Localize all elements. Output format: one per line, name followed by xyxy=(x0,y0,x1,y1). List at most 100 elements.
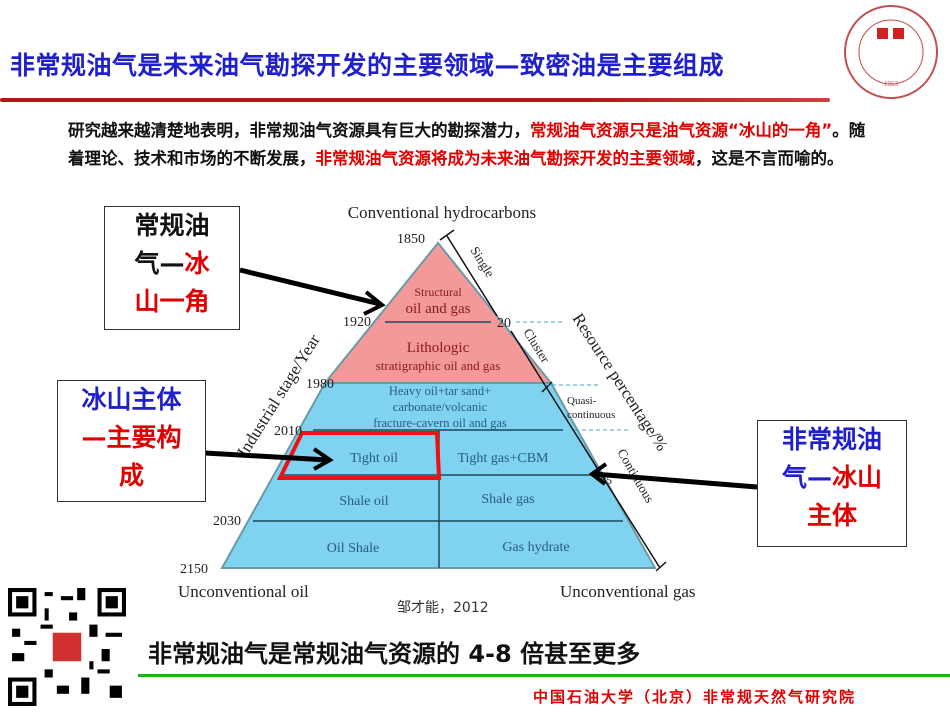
diagram-shape xyxy=(101,649,110,662)
slide-title: 非常规油气是未来油气勘探开发的主要领域—致密油是主要组成 xyxy=(10,51,725,80)
diagram-label: Unconventional oil xyxy=(178,582,309,601)
callout-line: 主体 xyxy=(806,501,857,530)
callout-line: —主要构 xyxy=(81,423,182,452)
diagram-label: Heavy oil+tar sand+ xyxy=(389,384,491,398)
diagram-shape xyxy=(253,321,623,568)
footer-institution: 中国石油大学（北京）非常规天然气研究院 xyxy=(533,688,857,706)
diagram-label: 1920 xyxy=(343,315,371,330)
intro-text-2: 常规油气资源只是油气资源“冰山的一角” xyxy=(530,121,833,140)
top-label: Conventional hydrocarbons xyxy=(348,203,536,222)
callout-iceberg-body: 冰山主体 —主要构 成 xyxy=(57,380,206,502)
footer-divider xyxy=(138,674,950,677)
diagram-shape xyxy=(312,447,334,471)
intro-text-1: 研究越来越清楚地表明，非常规油气资源具有巨大的勘探潜力， xyxy=(68,121,530,140)
diagram-shape xyxy=(844,5,938,99)
diagram-shape xyxy=(44,669,53,678)
callout-arrows xyxy=(204,267,758,490)
diagram-shape xyxy=(588,462,608,486)
diagram-shape xyxy=(893,28,904,39)
qr-code[interactable] xyxy=(8,588,126,706)
intro-paragraph: 研究越来越清楚地表明，非常规油气资源具有巨大的勘探潜力，常规油气资源只是油气资源… xyxy=(68,117,878,173)
callout-line: 冰山主体 xyxy=(81,385,182,414)
callout-unconventional: 非常规油 气—冰山 主体 xyxy=(757,420,907,547)
callout-conventional-tip: 常规油 气—冰 山一角 xyxy=(104,206,240,330)
diagram-label: 2150 xyxy=(180,562,208,577)
diagram-shape xyxy=(24,640,37,645)
diagram-label: Lithologic xyxy=(407,340,470,356)
diagram-label: fracture-cavern oil and gas xyxy=(373,416,507,430)
diagram-label: 1980 xyxy=(306,377,334,392)
diagram-shape xyxy=(81,677,90,694)
diagram-label: Shale oil xyxy=(339,494,388,509)
diagram-shape xyxy=(16,596,29,609)
diagram-label: Unconventional gas xyxy=(560,582,696,601)
diagram-label: stratigraphic oil and gas xyxy=(376,358,501,373)
diagram-shape xyxy=(204,450,329,463)
diagram-label: Quasi- xyxy=(567,395,597,407)
diagram-label: oil and gas xyxy=(406,301,471,317)
diagram-label: 2010 xyxy=(274,424,302,439)
callout-line: 成 xyxy=(118,461,144,490)
diagram-shape xyxy=(510,330,549,391)
citation: 邹才能，2012 xyxy=(397,600,489,616)
diagram-shape xyxy=(44,608,49,621)
diagram-label: Gas hydrate xyxy=(502,540,569,555)
diagram-shape xyxy=(877,28,888,39)
diagram-shape xyxy=(60,596,74,601)
intro-text-4: 非常规油气资源将成为未来油气勘探开发的主要领域 xyxy=(315,149,696,168)
intro-text-5: ，这是不言而喻的。 xyxy=(695,149,844,168)
diagram-shape xyxy=(12,653,25,662)
intro-text-3: 。随着理论、技术和市场的不断发展， xyxy=(68,121,866,168)
diagram-shape xyxy=(446,235,498,317)
diagram-shape xyxy=(439,229,455,241)
diagram-shape xyxy=(516,321,630,431)
callout-line: 气—冰山 xyxy=(781,463,883,492)
diagram-shape xyxy=(105,632,122,637)
diagram-shape xyxy=(89,661,94,670)
diagram-shape xyxy=(97,669,110,674)
callout-line: 常规油 xyxy=(134,211,210,240)
diagram-shape xyxy=(439,229,667,572)
tight-oil-highlight xyxy=(276,431,442,480)
diagram-label: Resource percentage/% xyxy=(569,310,672,455)
diagram-label: Tight gas+CBM xyxy=(457,451,549,466)
diagram-label: continuous xyxy=(567,409,615,421)
diagram-shape: Heavy oil+tar sand+ carbonate/volcanic f… xyxy=(327,384,570,556)
diagram-shape xyxy=(12,628,21,637)
diagram-shape xyxy=(89,624,98,637)
title-underline xyxy=(0,98,830,102)
diagram-shape xyxy=(77,588,86,601)
diagram-label: 20 xyxy=(497,316,511,331)
diagram-shape xyxy=(105,596,118,609)
diagram-label: carbonate/volcanic xyxy=(393,400,488,414)
diagram-shape xyxy=(655,561,667,572)
diagram-label: 2030 xyxy=(213,514,241,529)
diagram-shape xyxy=(44,592,53,597)
diagram-label: Structural xyxy=(414,285,462,299)
diagram-shape: Structural oil and gas Lithologic strati… xyxy=(376,285,501,373)
diagram-shape xyxy=(363,290,386,316)
diagram-shape xyxy=(56,685,70,694)
diagram-label: Tight oil xyxy=(350,451,398,466)
diagram-shape xyxy=(541,381,553,393)
diagram-shape xyxy=(109,685,122,698)
diagram-shape xyxy=(16,685,29,698)
diagram-shape xyxy=(547,389,661,569)
diagram-label: Oil Shale xyxy=(327,541,380,556)
university-logo: 1953 xyxy=(844,5,938,99)
diagram-shape xyxy=(858,19,924,85)
callout-line: 气—冰 xyxy=(134,249,210,278)
diagram-shape xyxy=(239,267,381,307)
diagram-label: 1953 xyxy=(884,80,899,88)
diagram-label: Single xyxy=(467,244,497,280)
diagram-label: 1850 xyxy=(397,232,425,247)
callout-line: 山一角 xyxy=(134,287,210,316)
diagram-shape xyxy=(40,624,53,629)
diagram-shape: 1850 1920 1980 2010 2030 2150 20 85 xyxy=(180,232,612,577)
callout-line: 非常规油 xyxy=(781,425,882,454)
diagram-shape xyxy=(8,588,126,706)
summary-statement: 非常规油气是常规油气资源的 4-8 倍甚至更多 xyxy=(148,640,641,668)
diagram-shape xyxy=(593,471,758,490)
